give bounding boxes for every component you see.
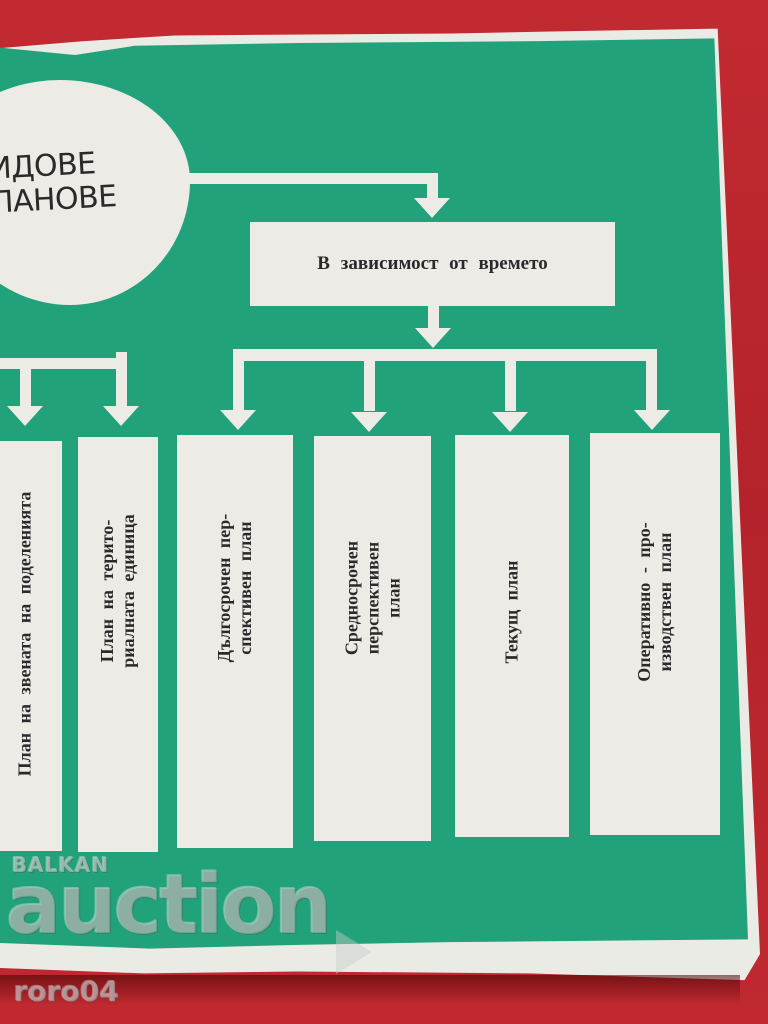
plan-box-operational: Оперативно - про- изводствен план xyxy=(590,433,720,835)
plan-box-current: Текущ план xyxy=(455,435,569,837)
plan-label-line: План на звената на поделенията xyxy=(14,491,35,777)
plan-label: Средносрочен перспективен план xyxy=(341,541,404,655)
connector-vertical-mid xyxy=(428,306,439,328)
branch-drop-4 xyxy=(646,349,657,411)
arrow-down-icon xyxy=(7,406,43,426)
plan-label: Оперативно - про- изводствен план xyxy=(634,522,676,682)
branch-left-drop-1 xyxy=(20,362,31,408)
branch-drop-1 xyxy=(233,349,244,411)
plan-label: Дългосрочен пер- спективен план xyxy=(214,513,256,662)
arrow-down-icon xyxy=(414,198,450,218)
arrow-down-icon xyxy=(103,406,139,426)
arrow-down-icon xyxy=(415,328,451,348)
plan-label: План на звената на поделенията xyxy=(14,491,35,776)
plan-box-divisions: План на звената на поделенията xyxy=(0,441,62,851)
branch-horizontal-left xyxy=(0,358,127,369)
paper-shadow xyxy=(0,975,740,1005)
plan-label-line: риалната единица xyxy=(118,513,138,668)
plan-label-line: изводствен план xyxy=(655,532,675,672)
arrow-down-icon xyxy=(634,410,670,430)
plan-label-line: Оперативно - про- xyxy=(634,522,654,682)
plan-box-territorial: План на терито- риалната единица xyxy=(78,437,158,852)
category-label: В зависимост от времето xyxy=(317,253,548,274)
branch-horizontal-time xyxy=(233,349,657,361)
play-icon xyxy=(336,930,372,974)
plan-label-line: План на терито- xyxy=(97,519,117,662)
plan-label: Текущ план xyxy=(502,560,523,663)
plan-label-line: Текущ план xyxy=(501,560,522,664)
plan-box-medium-term: Средносрочен перспективен план xyxy=(314,436,431,841)
connector-vertical-top xyxy=(427,173,438,199)
plan-box-long-term: Дългосрочен пер- спективен план xyxy=(177,435,293,848)
plan-label-line: перспективен xyxy=(362,541,382,655)
plan-label: План на терито- риалната единица xyxy=(97,514,139,667)
category-box-time: В зависимост от времето xyxy=(250,222,615,306)
plan-label-line: Дългосрочен пер- xyxy=(214,513,234,663)
arrow-down-icon xyxy=(492,412,528,432)
diagram-title: ИДОВЕ ПАНОВЕ xyxy=(0,143,172,220)
branch-drop-2 xyxy=(364,355,375,411)
plan-label-line: Средносрочен xyxy=(341,540,361,656)
arrow-down-icon xyxy=(220,410,256,430)
plan-label-line: план xyxy=(383,578,403,618)
connector-horizontal-top xyxy=(183,173,438,184)
plan-label-line: спективен план xyxy=(235,521,255,655)
arrow-down-icon xyxy=(351,412,387,432)
branch-left-drop-2 xyxy=(116,352,127,408)
branch-drop-3 xyxy=(505,355,516,411)
